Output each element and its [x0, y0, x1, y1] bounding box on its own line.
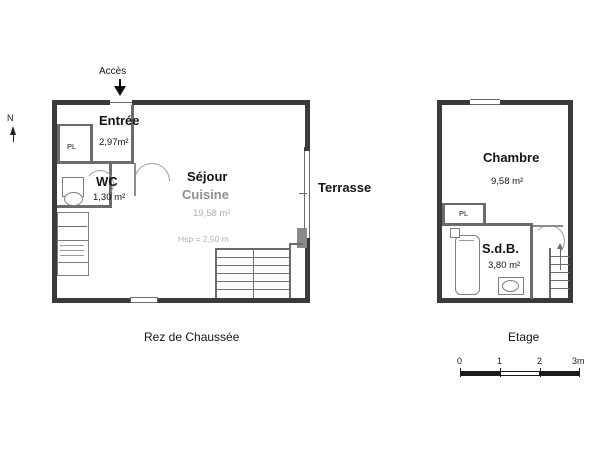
etage-stair-side	[549, 248, 551, 298]
rdc-wc-wall-bottom	[57, 205, 112, 208]
scale-segment-0-1	[460, 371, 500, 376]
access-label: Accès	[99, 66, 127, 77]
north-arrow-icon	[10, 126, 16, 135]
rdc-window-jamb-right	[157, 297, 158, 303]
room-area-sejour-cuisine: 19,58 m²	[193, 208, 231, 219]
room-label-pl-etage: PL	[459, 209, 469, 218]
room-area-wc: 1,30 m²	[93, 192, 126, 203]
stair-landing-side	[289, 243, 291, 251]
sdb-washbasin-bowl-icon	[502, 280, 519, 292]
stair-side-left	[215, 248, 217, 298]
room-label-sdb: S.d.B.	[482, 241, 519, 256]
access-arrow-icon	[114, 86, 126, 96]
scale-tick-3	[579, 368, 580, 377]
rdc-window-line-bottom-1	[130, 297, 158, 298]
rdc-pl-partition	[57, 124, 60, 162]
caption-rez-de-chaussee: Rez de Chaussée	[144, 330, 240, 344]
stair-step	[551, 280, 569, 281]
scale-label-1: 1	[497, 356, 503, 366]
north-arrow-stem	[13, 134, 14, 142]
kitchen-oven-line-1	[60, 245, 84, 246]
room-label-entree: Entrée	[99, 113, 140, 128]
scale-label-2: 2	[537, 356, 543, 366]
rdc-baie-stop-top	[304, 147, 310, 151]
room-area-chambre: 9,58 m²	[491, 176, 524, 187]
sdb-bathtub-icon	[455, 235, 480, 295]
room-area-sdb: 3,80 m²	[488, 260, 521, 271]
rdc-wc-wall-right	[109, 164, 112, 208]
caption-etage: Etage	[508, 330, 540, 344]
etage-window-line-top-1	[470, 99, 500, 100]
kitchen-sink-divider	[57, 226, 87, 227]
rdc-baie-opening	[304, 150, 311, 240]
stair-side-right	[289, 248, 291, 298]
scale-segment-1-2	[500, 371, 540, 376]
scale-label-3: 3m	[572, 356, 585, 366]
etage-partition-sdb-top	[442, 223, 532, 226]
scale-label-0: 0	[457, 356, 463, 366]
kitchen-sink-icon	[57, 212, 89, 242]
stair-center-line	[253, 250, 254, 298]
door-leaf-entree-sejour	[134, 163, 136, 196]
room-label-cuisine: Cuisine	[182, 187, 229, 202]
rdc-baie-midline	[299, 193, 307, 194]
room-label-terrasse: Terrasse	[318, 180, 372, 195]
rdc-window-jamb-left	[130, 297, 131, 303]
scale-tick-1	[500, 368, 501, 377]
stair-top-edge	[215, 248, 291, 250]
door-leaf-sdb	[533, 225, 563, 227]
room-label-sejour: Séjour	[187, 169, 228, 184]
scale-segment-2-3	[540, 371, 580, 376]
etage-wall-bottom	[437, 298, 573, 303]
room-label-chambre: Chambre	[483, 150, 540, 165]
rdc-baie-stop-bottom	[304, 238, 310, 242]
rdc-window-line-bottom-2	[130, 302, 158, 303]
rdc-partition-entree-bottom	[57, 161, 134, 164]
etage-window-opening-top	[470, 99, 500, 106]
rdc-wall-left	[52, 100, 57, 303]
etage-stair-direction-line	[560, 245, 561, 270]
scale-tick-0	[460, 368, 461, 377]
scale-tick-2	[540, 368, 541, 377]
kitchen-oven-line-3	[60, 255, 84, 256]
stair-step	[551, 288, 569, 289]
wc-toilet-icon	[64, 192, 83, 206]
etage-wall-top	[437, 100, 573, 105]
rdc-partition-entree-right	[131, 105, 134, 163]
etage-pl-right	[483, 203, 486, 224]
rdc-entry-threshold	[110, 102, 132, 103]
sdb-bathtub-inner-line	[459, 240, 474, 241]
room-label-wc: WC	[96, 174, 118, 189]
rdc-window-opening-bottom	[130, 297, 158, 304]
rdc-baie-line-inner	[304, 150, 305, 240]
rdc-baie-line-outer	[309, 150, 310, 240]
etage-pl-top	[442, 203, 485, 205]
rdc-pl-top	[57, 124, 92, 126]
room-label-pl-rdc: PL	[67, 142, 77, 151]
etage-partition-sdb-right	[530, 223, 533, 299]
sdb-fixture-small-icon	[450, 228, 460, 238]
etage-window-line-top-2	[470, 104, 500, 105]
note-hauteur-sous-plafond: Hsp = 2,50 m	[178, 234, 229, 244]
etage-wall-right	[568, 100, 573, 303]
kitchen-hob-icon	[57, 262, 89, 276]
stair-step	[551, 272, 569, 273]
kitchen-oven-line-2	[60, 250, 84, 251]
etage-pl-left	[442, 203, 445, 224]
rdc-pl-right	[90, 124, 93, 162]
kitchen-oven-icon	[57, 240, 89, 264]
stair-landing-edge	[289, 243, 303, 245]
etage-wall-left	[437, 100, 442, 303]
etage-stair-up-arrow-icon	[557, 243, 563, 249]
north-label: N	[7, 113, 14, 123]
rdc-wall-top	[52, 100, 310, 105]
room-area-entree: 2,97m²	[99, 137, 129, 148]
rdc-baie-panel	[297, 228, 307, 248]
access-arrow-stem	[119, 79, 121, 88]
rdc-wall-bottom	[52, 298, 310, 303]
